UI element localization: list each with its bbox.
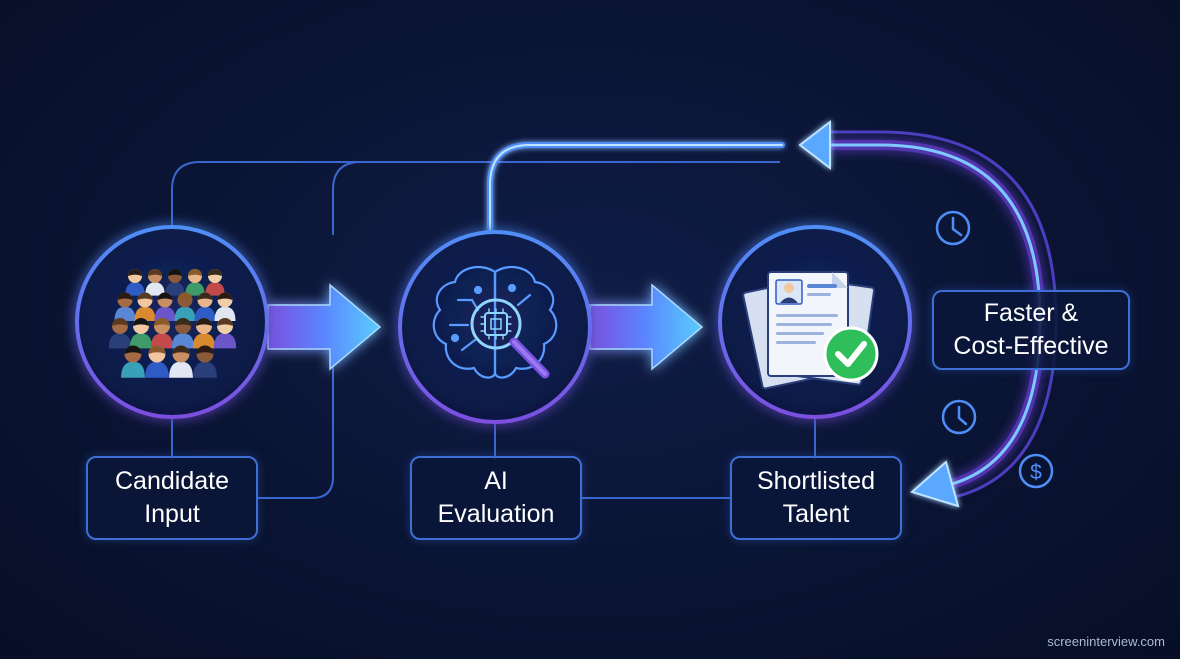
label-line: Input (144, 500, 200, 528)
person-figure (108, 318, 132, 349)
stage-circle-shortlisted (718, 225, 912, 419)
person-figure (192, 318, 216, 349)
watermark: screeninterview.com (1047, 634, 1165, 649)
top-return-path (487, 142, 785, 238)
person-figure (205, 269, 225, 296)
person-figure (193, 345, 217, 378)
person-figure (194, 292, 216, 321)
label-ai-evaluation: AI Evaluation (410, 456, 582, 540)
label-line: AI (484, 467, 508, 495)
person-figure (150, 318, 174, 349)
person-figure (185, 269, 205, 296)
label-line: Faster & (983, 299, 1079, 327)
people-group-icon (108, 269, 237, 378)
person-figure (145, 269, 165, 296)
person-figure (125, 269, 145, 296)
dollar-icon: $ (1018, 453, 1054, 489)
svg-text:$: $ (1030, 461, 1042, 484)
label-line: Evaluation (437, 500, 555, 528)
person-figure (214, 292, 236, 321)
person-figure (121, 345, 145, 378)
label-line: Shortlisted (756, 467, 876, 495)
label-line: Cost-Effective (953, 332, 1109, 360)
stage-circle-candidate (75, 225, 269, 419)
flow-arrow-2 (589, 283, 704, 371)
clock-icon (935, 210, 971, 246)
connector-lines (171, 161, 816, 499)
person-figure (129, 318, 153, 349)
label-line: Candidate (115, 467, 229, 495)
person-figure (171, 318, 195, 349)
person-figure (213, 318, 237, 349)
person-figure (114, 292, 136, 321)
label-line: Talent (782, 500, 850, 528)
label-faster-cost-effective: Faster & Cost-Effective (932, 290, 1130, 370)
person-figure (165, 269, 185, 296)
clock-icon (941, 399, 977, 435)
label-shortlisted-talent: Shortlisted Talent (730, 456, 902, 540)
person-figure (169, 345, 193, 378)
person-figure (174, 292, 196, 321)
person-figure (134, 292, 156, 321)
resume-check-icon (742, 271, 879, 390)
person-figure (145, 345, 169, 378)
brain-magnifier-icon (432, 265, 558, 379)
label-candidate-input: Candidate Input (86, 456, 258, 540)
flow-arrow-1 (267, 283, 382, 371)
stage-circle-ai (398, 230, 592, 424)
person-figure (154, 292, 176, 321)
